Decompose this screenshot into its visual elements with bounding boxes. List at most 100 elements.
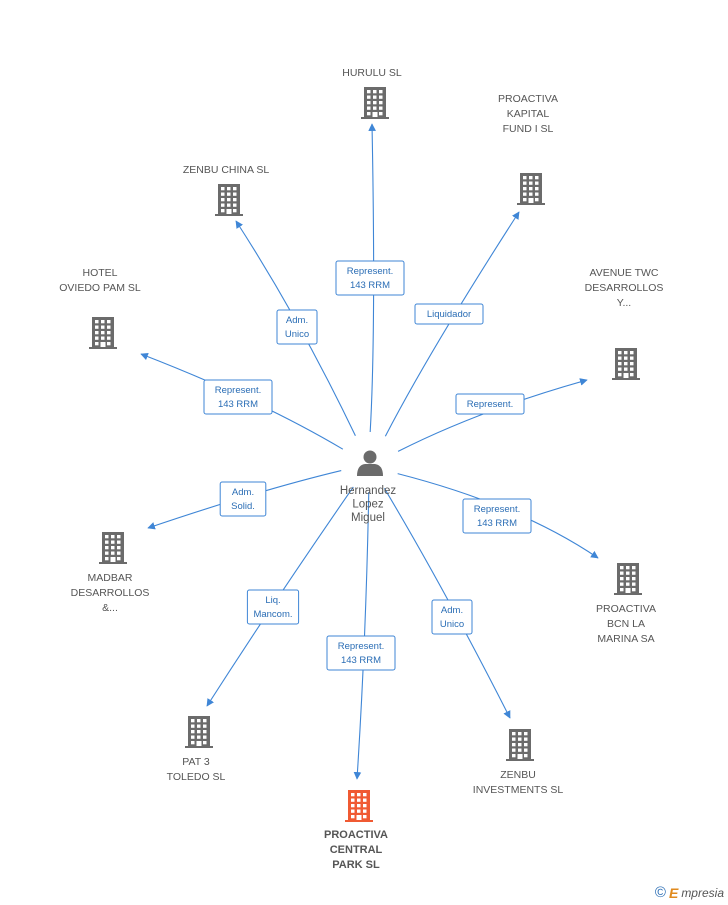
company-label-avenue-twc-line: DESARROLLOS [585, 282, 664, 294]
avenue-twc-building-icon[interactable] [612, 348, 640, 380]
person-name-line: Lopez [352, 499, 384, 511]
edge-label-proactiva-kapital[interactable]: Liquidador [414, 303, 484, 325]
edge-label-box [276, 309, 318, 345]
company-label-madbar-line: &... [102, 602, 118, 614]
pat3-building-icon[interactable] [185, 716, 213, 748]
edge-label-line: 143 RRM [350, 280, 390, 291]
company-label-proactiva-central-line: PROACTIVA [324, 829, 388, 841]
zenbu-china-building-icon[interactable] [215, 184, 243, 216]
company-label-hurulu-line: HURULU SL [342, 67, 402, 79]
company-label-proactiva-bcn-line: MARINA SA [597, 633, 654, 645]
edge-label-box [219, 481, 267, 517]
edge-label-text: Represent.143 RRM [347, 266, 393, 291]
company-label-zenbu-investments-line: INVESTMENTS SL [473, 784, 564, 796]
company-label-pat3-line: TOLEDO SL [167, 771, 226, 783]
person-name-line: Hernandez [340, 485, 397, 497]
company-node-hotel-oviedo[interactable]: HOTEL OVIEDO PAM SL [59, 267, 141, 349]
madbar-building-icon[interactable] [99, 532, 127, 564]
zenbu-investments-building-icon[interactable] [506, 729, 534, 761]
edge-label-box [203, 379, 273, 415]
company-label-hotel-oviedo: HOTEL OVIEDO PAM SL [59, 267, 141, 294]
nodes-layer: HURULU SL PROACTIVA KAPITAL FUND I SL ZENBU … [59, 67, 663, 871]
person-name-line: Miguel [351, 512, 385, 524]
company-label-avenue-twc-line: Y... [617, 297, 631, 309]
edge-label-line: Represent. [474, 504, 520, 515]
brand-initial: E [668, 884, 679, 901]
proactiva-bcn-building-icon[interactable] [614, 563, 642, 595]
edge-to-proactiva-central [353, 491, 370, 780]
company-label-zenbu-china-line: ZENBU CHINA SL [183, 164, 270, 176]
company-node-madbar[interactable]: MADBAR DESARROLLOS &... [71, 532, 150, 614]
edge-label-line: Represent. [467, 399, 513, 410]
company-label-proactiva-kapital-line: KAPITAL [507, 108, 550, 120]
company-label-proactiva-central-line: PARK SL [332, 859, 380, 871]
company-label-madbar: MADBAR DESARROLLOS &... [71, 572, 150, 614]
company-node-proactiva-kapital[interactable]: PROACTIVA KAPITAL FUND I SL [498, 93, 558, 205]
edge-to-avenue-twc [397, 378, 588, 452]
edge-label-line: 143 RRM [341, 655, 381, 666]
edge-to-proactiva-kapital [384, 211, 520, 437]
company-node-zenbu-investments[interactable]: ZENBU INVESTMENTS SL [473, 729, 564, 796]
edge-label-line: 143 RRM [218, 399, 258, 410]
edge-label-text: Represent.143 RRM [338, 641, 384, 666]
company-node-zenbu-china[interactable]: ZENBU CHINA SL [183, 164, 270, 216]
edge-label-line: Solid. [231, 501, 255, 512]
edge-label-proactiva-bcn[interactable]: Represent. 143 RRM [462, 498, 532, 534]
company-label-hurulu: HURULU SL [342, 67, 402, 79]
person-icon[interactable] [357, 450, 383, 477]
company-label-zenbu-investments-line: ZENBU [500, 769, 536, 781]
edge-label-text: Liquidador [427, 309, 471, 320]
edge-label-hotel-oviedo[interactable]: Represent. 143 RRM [203, 379, 273, 415]
company-label-proactiva-kapital-line: PROACTIVA [498, 93, 558, 105]
edge-label-box [431, 599, 473, 635]
company-label-zenbu-investments: ZENBU INVESTMENTS SL [473, 769, 564, 796]
company-node-hurulu[interactable]: HURULU SL [342, 67, 402, 119]
edge-label-box [326, 635, 396, 671]
company-label-proactiva-kapital: PROACTIVA KAPITAL FUND I SL [498, 93, 558, 135]
company-label-proactiva-central-line: CENTRAL [330, 844, 383, 856]
edge-label-line: Liquidador [427, 309, 471, 320]
edge-label-hurulu[interactable]: Represent.143 RRM [335, 260, 405, 296]
edge-to-hurulu [368, 123, 376, 433]
edge-label-line: Represent. [215, 385, 261, 396]
edge-label-zenbu-china[interactable]: Adm.Unico [276, 309, 318, 345]
company-node-proactiva-central[interactable]: PROACTIVA CENTRAL PARK SL [324, 790, 388, 871]
company-label-proactiva-bcn-line: PROACTIVA [596, 603, 656, 615]
edge-label-proactiva-central[interactable]: Represent.143 RRM [326, 635, 396, 671]
company-label-madbar-line: MADBAR [88, 572, 133, 584]
edge-label-box [455, 393, 525, 415]
proactiva-kapital-building-icon[interactable] [517, 173, 545, 205]
edge-label-text: Liq.Mancom. [253, 595, 292, 620]
company-label-zenbu-china: ZENBU CHINA SL [183, 164, 270, 176]
company-label-proactiva-central: PROACTIVA CENTRAL PARK SL [324, 829, 388, 871]
company-label-hotel-oviedo-line: OVIEDO PAM SL [59, 282, 141, 294]
company-label-proactiva-kapital-line: FUND I SL [503, 123, 554, 135]
edge-label-line: 143 RRM [477, 518, 517, 529]
edge-label-box [414, 303, 484, 325]
edge-to-zenbu-investments [383, 488, 511, 719]
brand-name: mpresia [681, 885, 724, 900]
edge-label-pat3[interactable]: Liq.Mancom. [246, 589, 300, 625]
proactiva-central-building-icon[interactable] [345, 790, 373, 822]
company-label-hotel-oviedo-line: HOTEL [82, 267, 117, 279]
edge-label-box [335, 260, 405, 296]
company-label-madbar-line: DESARROLLOS [71, 587, 150, 599]
edge-label-zenbu-investments[interactable]: Adm.Unico [431, 599, 473, 635]
edge-label-text: Represent. 143 RRM [215, 385, 261, 410]
edge-label-avenue-twc[interactable]: Represent. [455, 393, 525, 415]
copyright-icon: © [654, 884, 666, 901]
hurulu-building-icon[interactable] [361, 87, 389, 119]
edge-label-line: Unico [285, 329, 309, 340]
edge-label-madbar[interactable]: Adm.Solid. [219, 481, 267, 517]
hotel-oviedo-building-icon[interactable] [89, 317, 117, 349]
edge-label-line: Adm. [441, 605, 463, 616]
edge-label-text: Represent. 143 RRM [474, 504, 520, 529]
